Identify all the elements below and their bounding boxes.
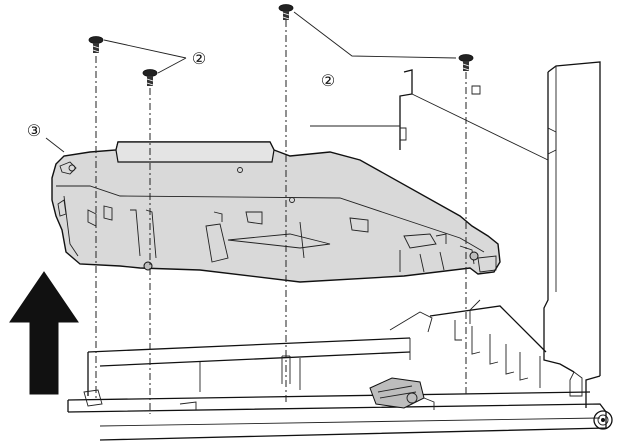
screw-icon	[142, 69, 158, 86]
screw-guide-lines	[95, 20, 467, 414]
roller	[593, 410, 613, 430]
svg-text:②: ②	[192, 51, 206, 68]
up-arrow-icon	[9, 271, 79, 395]
callout-unit: ③	[27, 123, 41, 140]
callout-screws-right: ②	[321, 73, 335, 90]
screw-icon	[458, 54, 474, 71]
base-frame	[67, 299, 607, 441]
leader-lines	[45, 11, 457, 153]
gear-mechanism	[369, 377, 435, 410]
callout-screws-left: ②	[192, 51, 206, 68]
svg-text:②: ②	[321, 73, 335, 90]
machine-frame	[310, 61, 601, 408]
removed-unit	[51, 141, 501, 283]
svg-text:③: ③	[27, 123, 41, 140]
screw-icon	[278, 4, 294, 20]
screw-icon	[88, 36, 104, 53]
